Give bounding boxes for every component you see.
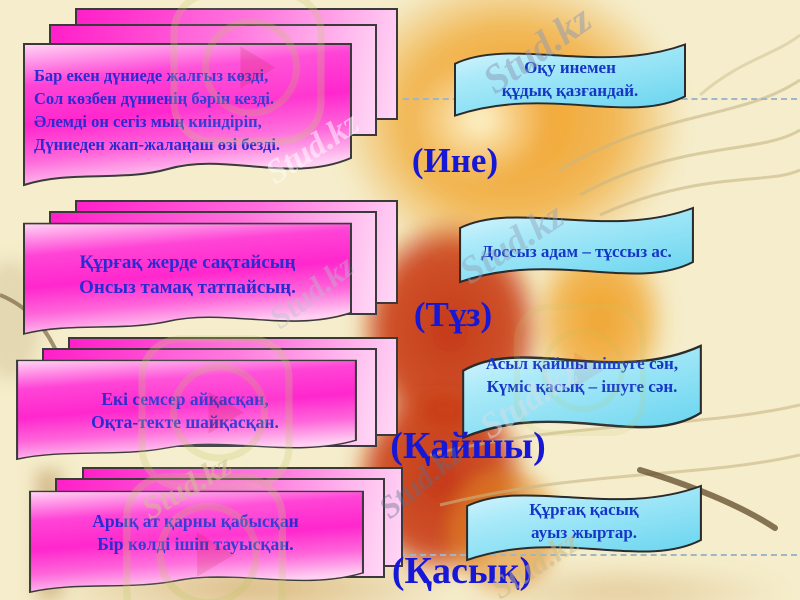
riddle-text: Бар екен дүниеде жалғыз көзді, Сол көзбе… [34, 64, 346, 156]
riddle-text: Арық ат қарны қабысқан Бір көлді ішіп та… [38, 510, 353, 556]
hint-line: Асыл қайшы пішуге сән, [485, 354, 679, 373]
hint-text: Оқу инемен құдық қазғандай. [458, 56, 682, 102]
answer-hint-banner[interactable] [462, 474, 706, 574]
riddle-line: Бір көлді ішіп тауысқан. [97, 534, 294, 554]
hint-line: құдық қазғандай. [501, 81, 639, 100]
answer-label: (Ине) [411, 141, 499, 180]
riddle-line: Дүниеден жап-жалаңаш өзі безді. [34, 135, 281, 154]
riddle-text: Екі семсер айқасқан, Оқта-текте шайқасқа… [25, 388, 345, 434]
answer-hint-banner[interactable] [455, 196, 698, 296]
answer-hint-banner[interactable] [450, 33, 690, 129]
riddle-line: Әлемді он сегіз мың киіндіріп, [34, 112, 262, 131]
riddle-line: Оқта-текте шайқасқан. [91, 412, 279, 432]
riddle-line: Онсыз тамақ татпайсың. [79, 277, 296, 298]
riddle-card-front[interactable] [22, 222, 353, 337]
hint-line: Күміс қасық – ішуге сән. [486, 377, 678, 396]
hint-line: Доссыз адам – тұссыз ас. [481, 242, 672, 261]
riddle-line: Сол көзбен дүниенің бәрін кезді. [34, 89, 275, 108]
hint-text: Құрғақ қасық ауыз жыртар. [468, 498, 700, 544]
riddle-text: Құрғақ жерде сақтайсың Онсыз тамақ татпа… [30, 250, 345, 300]
answer-label: (Қайшы) [390, 425, 546, 467]
riddle-line: Екі семсер айқасқан, [101, 389, 269, 409]
dashed-connector [400, 554, 797, 556]
hint-line: Оқу инемен [524, 58, 616, 77]
hint-text: Асыл қайшы пішуге сән, Күміс қасық – ішу… [464, 352, 700, 398]
riddle-line: Арық ат қарны қабысқан [92, 511, 299, 531]
riddle-line: Құрғақ жерде сақтайсың [79, 252, 296, 273]
hint-text: Доссыз адам – тұссыз ас. [462, 240, 691, 263]
answer-label: (Қасық) [391, 550, 533, 592]
hint-line: Құрғақ қасық [529, 500, 639, 519]
hint-line: ауыз жыртар. [530, 523, 638, 542]
answer-label: (Тұз) [413, 295, 493, 334]
riddle-line: Бар екен дүниеде жалғыз көзді, [34, 66, 269, 85]
